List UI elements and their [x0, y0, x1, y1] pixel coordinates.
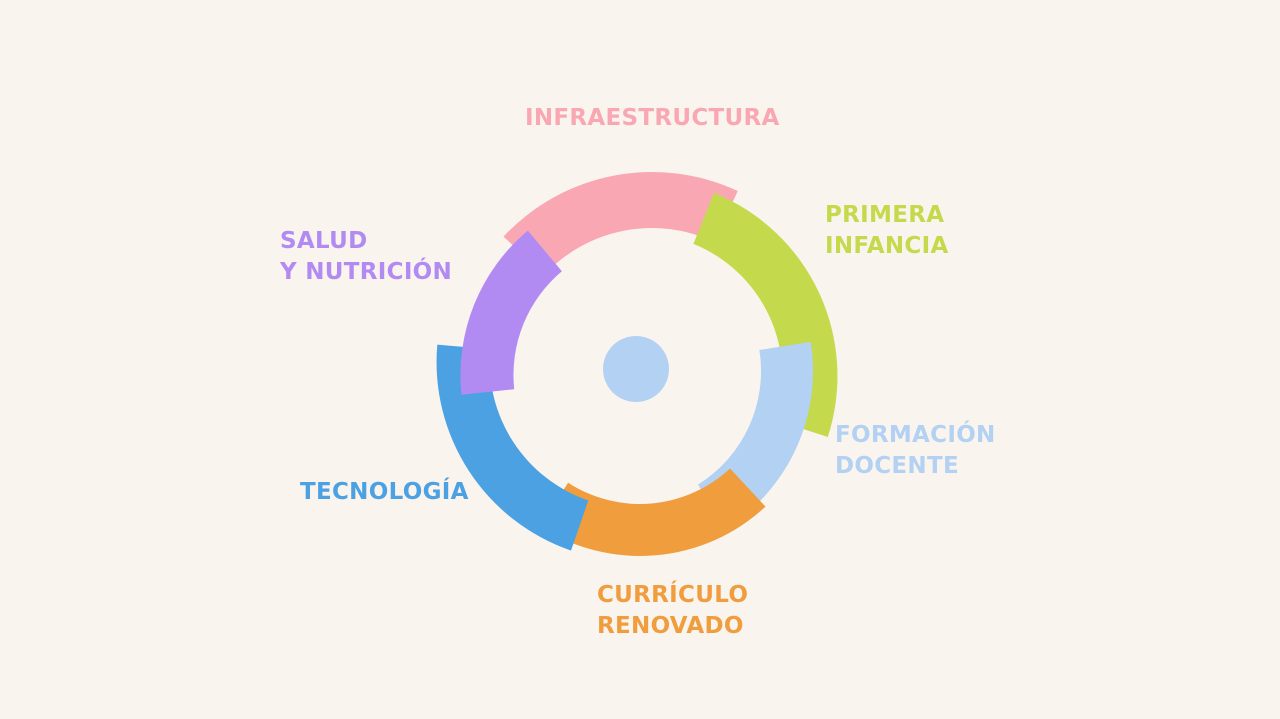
- segment-tecnologia: [436, 344, 589, 551]
- label-formacion-docente: FORMACIÓN DOCENTE: [835, 420, 996, 482]
- segment-infraestructura: [503, 171, 738, 275]
- segment-curriculo-renovado: [539, 468, 766, 557]
- label-tecnologia-line-1: TECNOLOGÍA: [300, 479, 469, 505]
- label-infraestructura: INFRAESTRUCTURA: [525, 103, 780, 134]
- label-formacion-docente-line-1: FORMACIÓN: [835, 422, 996, 448]
- center-circle: [603, 336, 669, 402]
- label-primera-infancia-line-2: INFANCIA: [825, 233, 949, 259]
- label-formacion-docente-line-2: DOCENTE: [835, 453, 959, 479]
- label-salud-nutricion-line-2: Y NUTRICIÓN: [280, 259, 453, 285]
- label-curriculo-renovado-line-1: CURRÍCULO: [597, 582, 749, 608]
- label-infraestructura-line-1: INFRAESTRUCTURA: [525, 105, 780, 131]
- label-salud-nutricion: SALUD Y NUTRICIÓN: [280, 226, 452, 288]
- label-curriculo-renovado: CURRÍCULO RENOVADO: [597, 580, 748, 642]
- label-tecnologia: TECNOLOGÍA: [300, 477, 469, 508]
- label-curriculo-renovado-line-2: RENOVADO: [597, 613, 744, 639]
- label-primera-infancia: PRIMERA INFANCIA: [825, 200, 949, 262]
- segment-salud-nutricion: [460, 230, 562, 395]
- label-primera-infancia-line-1: PRIMERA: [825, 202, 945, 228]
- label-salud-nutricion-line-1: SALUD: [280, 228, 368, 254]
